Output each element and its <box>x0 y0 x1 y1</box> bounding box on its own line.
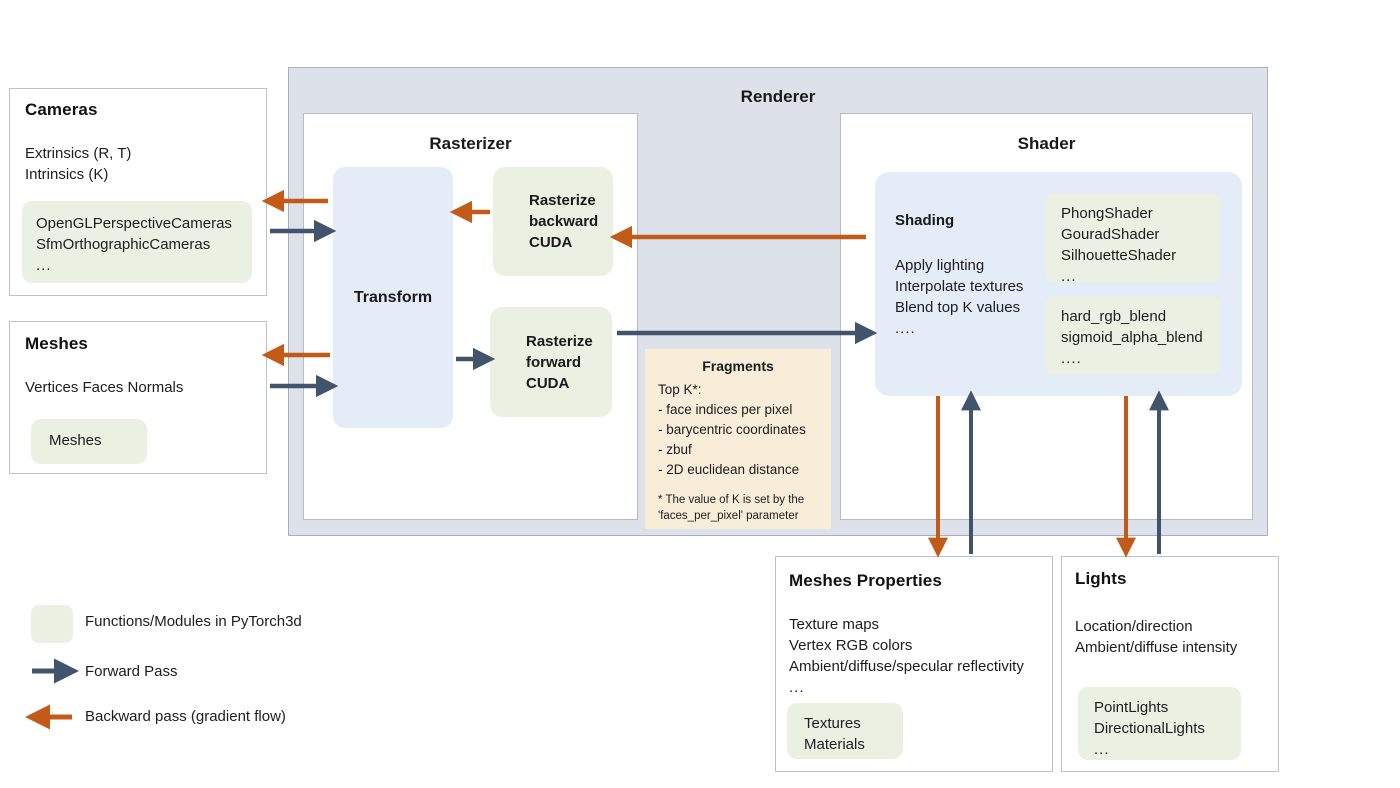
shading-line-3: Blend top K values <box>895 299 1021 316</box>
rasterize-backward-line-2: backward <box>529 213 599 230</box>
shading-module: Shading Apply lighting Interpolate textu… <box>875 172 1242 396</box>
meshes-properties-module-item-1: Textures <box>804 715 861 732</box>
shading-line-2: Interpolate textures <box>895 278 1024 295</box>
cameras-module: OpenGLPerspectiveCameras SfmOrthographic… <box>22 201 252 283</box>
fragments-note-line-1: * The value of K is set by the <box>658 494 805 506</box>
cameras-title: Cameras <box>25 100 98 119</box>
shading-title: Shading <box>895 212 955 229</box>
fragments-line-2: - face indices per pixel <box>658 402 793 417</box>
rasterize-forward-line-2: forward <box>526 353 582 371</box>
meshes-properties-module: Textures Materials <box>787 703 903 759</box>
shader-item-2: GouradShader <box>1061 226 1160 243</box>
transform-label: Transform <box>353 288 433 306</box>
shader-list-ellipsis: ... <box>1061 268 1077 285</box>
fragments-line-4: - zbuf <box>658 442 692 457</box>
cameras-line-2: Intrinsics (K) <box>25 166 109 183</box>
legend-swatch-module <box>31 605 73 643</box>
cameras-panel: Cameras Extrinsics (R, T) Intrinsics (K)… <box>9 88 267 296</box>
fragments-line-5: - 2D euclidean distance <box>658 462 800 477</box>
rasterizer-title: Rasterizer <box>429 134 512 153</box>
fragments-note-line-2: 'faces_per_pixel' parameter <box>658 510 799 522</box>
meshes-properties-title: Meshes Properties <box>789 571 942 590</box>
meshes-properties-line-3: Ambient/diffuse/specular reflectivity <box>789 658 1024 675</box>
rasterize-backward-module: Rasterize backward CUDA <box>493 167 613 276</box>
meshes-properties-module-item-2: Materials <box>804 736 865 753</box>
rasterize-backward-line-1: Rasterize <box>529 192 596 209</box>
cameras-module-item-2: SfmOrthographicCameras <box>36 236 211 253</box>
lights-module: PointLights DirectionalLights ... <box>1078 687 1241 760</box>
blend-list-ellipsis: .... <box>1061 350 1082 367</box>
lights-title: Lights <box>1075 569 1127 588</box>
shader-list-module: PhongShader GouradShader SilhouetteShade… <box>1045 193 1220 285</box>
fragments-title: Fragments <box>702 358 774 374</box>
shading-lines: Apply lighting Interpolate textures Blen… <box>895 255 1023 339</box>
fragments-line-3: - barycentric coordinates <box>658 422 806 437</box>
lights-module-ellipsis: ... <box>1094 741 1110 758</box>
meshes-properties-lines: Texture maps Vertex RGB colors Ambient/d… <box>789 614 1024 698</box>
meshes-properties-line-1: Texture maps <box>789 616 880 633</box>
fragments-panel: Fragments Top K*: - face indices per pix… <box>645 349 831 529</box>
blend-item-1: hard_rgb_blend <box>1061 308 1167 325</box>
meshes-properties-ellipsis: ... <box>789 679 805 696</box>
meshes-line-1: Vertices Faces Normals <box>25 379 184 396</box>
legend-label-forward: Forward Pass <box>85 663 178 680</box>
shader-item-1: PhongShader <box>1061 205 1153 222</box>
cameras-line-1: Extrinsics (R, T) <box>25 145 132 162</box>
lights-module-item-2: DirectionalLights <box>1094 720 1205 737</box>
rasterize-backward-line-3: CUDA <box>529 234 573 251</box>
lights-panel: Lights Location/direction Ambient/diffus… <box>1061 556 1279 772</box>
meshes-properties-panel: Meshes Properties Texture maps Vertex RG… <box>775 556 1053 772</box>
shader-item-3: SilhouetteShader <box>1061 247 1177 264</box>
shading-ellipsis: .... <box>895 320 916 337</box>
blend-item-2: sigmoid_alpha_blend <box>1061 329 1203 346</box>
meshes-module-item-1: Meshes <box>49 432 102 449</box>
meshes-lines: Vertices Faces Normals <box>25 377 183 398</box>
fragments-line-1: Top K*: <box>658 382 702 397</box>
cameras-module-item-1: OpenGLPerspectiveCameras <box>36 215 232 232</box>
renderer-title: Renderer <box>740 87 816 106</box>
rasterize-forward-line-3: CUDA <box>526 374 570 392</box>
cameras-module-ellipsis: ... <box>36 257 52 274</box>
meshes-panel: Meshes Vertices Faces Normals Meshes <box>9 321 267 474</box>
cameras-lines: Extrinsics (R, T) Intrinsics (K) <box>25 143 131 185</box>
fragments-note: * The value of K is set by the 'faces_pe… <box>658 492 833 524</box>
meshes-module: Meshes <box>31 419 147 464</box>
shader-title: Shader <box>1017 134 1076 153</box>
transform-module: Transform <box>333 167 453 428</box>
legend: Functions/Modules in PyTorch3d Forward P… <box>30 600 450 745</box>
lights-module-item-1: PointLights <box>1094 699 1169 716</box>
rasterize-forward-line-1: Rasterize <box>526 332 593 350</box>
meshes-properties-line-2: Vertex RGB colors <box>789 637 913 654</box>
fragments-lines: Top K*: - face indices per pixel - baryc… <box>658 380 833 480</box>
lights-line-1: Location/direction <box>1075 618 1193 635</box>
legend-label-module: Functions/Modules in PyTorch3d <box>85 613 302 630</box>
shading-line-1: Apply lighting <box>895 257 985 274</box>
rasterize-forward-module: Rasterize forward CUDA <box>490 307 612 417</box>
legend-label-backward: Backward pass (gradient flow) <box>85 708 286 725</box>
blend-list-module: hard_rgb_blend sigmoid_alpha_blend .... <box>1045 296 1220 375</box>
lights-line-2: Ambient/diffuse intensity <box>1075 639 1238 656</box>
lights-lines: Location/direction Ambient/diffuse inten… <box>1075 616 1237 658</box>
meshes-title: Meshes <box>25 334 88 353</box>
